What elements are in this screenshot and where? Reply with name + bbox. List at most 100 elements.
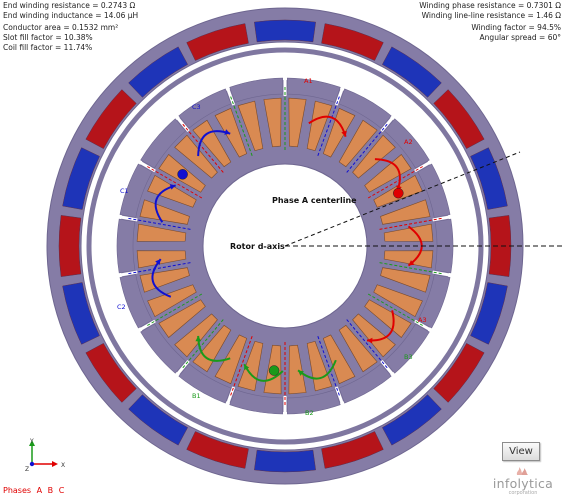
phase-a-centerline-label: Phase A centerline: [272, 196, 357, 205]
z-axis-label: Z: [25, 466, 29, 472]
flame-icon: [516, 467, 528, 475]
end-winding-resistance: End winding resistance = 0.2743 Ω: [3, 1, 136, 10]
coil-side: [288, 344, 307, 395]
slot-axis-lines: [127, 86, 443, 406]
x-axis-label: X: [61, 462, 65, 469]
angular-spread: Angular spread = 60°: [479, 33, 561, 42]
coil-side: [263, 97, 282, 148]
magnet-segment: [321, 23, 384, 61]
magnet-segment: [58, 215, 82, 277]
winding-factor: Winding factor = 94.5%: [471, 23, 561, 32]
magnet-segment: [433, 343, 485, 403]
tooth-shoe: [178, 363, 232, 404]
winding-arrowhead: [195, 335, 202, 342]
slot-axis-dash: [346, 123, 389, 173]
magnet-segment: [470, 147, 508, 210]
magnet-segment: [254, 449, 316, 473]
coil-side: [383, 223, 434, 242]
phase-legend-b: B: [47, 486, 54, 495]
coil-label-a2: A2: [404, 138, 413, 146]
magnet-segment: [85, 89, 137, 149]
tooth-shoe: [119, 163, 153, 218]
magnet-segment: [186, 23, 249, 61]
winding-info-left: End winding resistance = 0.2743 Ω End wi…: [3, 1, 138, 53]
coil-label-b3: B3: [404, 353, 413, 361]
winding-phase-resistance: Winding phase resistance = 0.7301 Ω: [419, 1, 561, 10]
magnet-segment: [128, 394, 188, 446]
y-axis-label: Y: [29, 438, 34, 445]
view-button[interactable]: View: [502, 442, 540, 461]
phase-dot: [393, 187, 404, 199]
coil-side: [214, 334, 248, 385]
phase-legend-prefix: Phases: [3, 486, 32, 495]
magnet-segment: [254, 19, 316, 43]
winding-line-resistance: Winding line-line resistance = 1.46 Ω: [421, 11, 561, 20]
tooth-shoe: [383, 118, 430, 169]
coil-side: [364, 154, 412, 193]
tooth-shoe: [338, 363, 392, 404]
coil-side: [306, 100, 333, 151]
coil-side: [322, 107, 356, 158]
conductor-area: Conductor area = 0.1532 mm²: [3, 23, 119, 32]
coil-label-a3: A3: [418, 316, 427, 324]
coil-side: [139, 199, 190, 225]
magnet-ring: [58, 19, 512, 473]
coil-side: [136, 223, 187, 242]
magnet-segment: [470, 282, 508, 345]
coil-side: [338, 119, 378, 168]
slot-axis-dash: [229, 95, 253, 156]
winding-arrowhead: [244, 364, 250, 371]
winding-direction-arrows: [151, 115, 423, 382]
y-axis-arrowhead: [29, 440, 35, 446]
winding-arrowhead: [367, 337, 373, 344]
magnet-segment: [488, 215, 512, 277]
coil-side: [380, 267, 431, 293]
coil-side: [192, 324, 232, 373]
tooth-shoe: [383, 323, 430, 374]
slot-axis-dash: [367, 165, 424, 199]
tooth-shoe: [119, 274, 153, 329]
winding-arrowhead: [341, 130, 347, 137]
tooth-shoe: [229, 389, 284, 415]
coil-label-a1: A1: [304, 77, 313, 85]
slot-axis-dash: [379, 217, 443, 230]
coil-side: [352, 134, 396, 179]
coil-side: [338, 324, 378, 373]
coil-label-c3: C3: [192, 103, 201, 111]
tooth-shoe: [286, 77, 341, 103]
tooth-shoe: [116, 218, 136, 274]
coil-side: [158, 299, 206, 338]
magnet-segment: [382, 394, 442, 446]
slot-axis-dash: [367, 293, 424, 327]
slot-axis-dash: [379, 262, 443, 275]
rotor-d-axis-label: Rotor d-axis: [230, 242, 285, 251]
coil-side: [288, 97, 307, 148]
coil-side: [373, 284, 423, 318]
magnet-segment: [62, 282, 100, 345]
coil-side: [237, 100, 264, 151]
slot-axis-dash: [127, 217, 191, 230]
coil-side: [380, 199, 431, 225]
slot-axis-dash: [317, 336, 341, 397]
coil-side: [174, 313, 218, 358]
tooth-shoe: [140, 323, 187, 374]
x-axis-arrowhead: [52, 461, 58, 467]
phase-legend-c: C: [58, 486, 65, 495]
tooth-shoe: [417, 274, 451, 329]
winding-arrowhead: [298, 370, 304, 376]
slot-axis-dash: [146, 165, 203, 199]
slot-axis-dash: [181, 319, 224, 369]
magnet-segment: [186, 431, 249, 469]
phase-legend-a: A: [36, 486, 43, 495]
tooth-shoe: [229, 77, 284, 103]
z-axis-dot: [29, 461, 35, 467]
phase-legend: Phases A B C: [3, 486, 67, 495]
logo-name: infolytica: [492, 476, 554, 491]
tooth-shoe: [434, 218, 454, 274]
winding-info-right: Winding phase resistance = 0.7301 Ω Wind…: [419, 1, 561, 43]
coil-side: [322, 334, 356, 385]
phase-a-centerline: [284, 151, 521, 247]
coil-side: [136, 250, 187, 269]
slot-axis-dash: [127, 262, 191, 275]
